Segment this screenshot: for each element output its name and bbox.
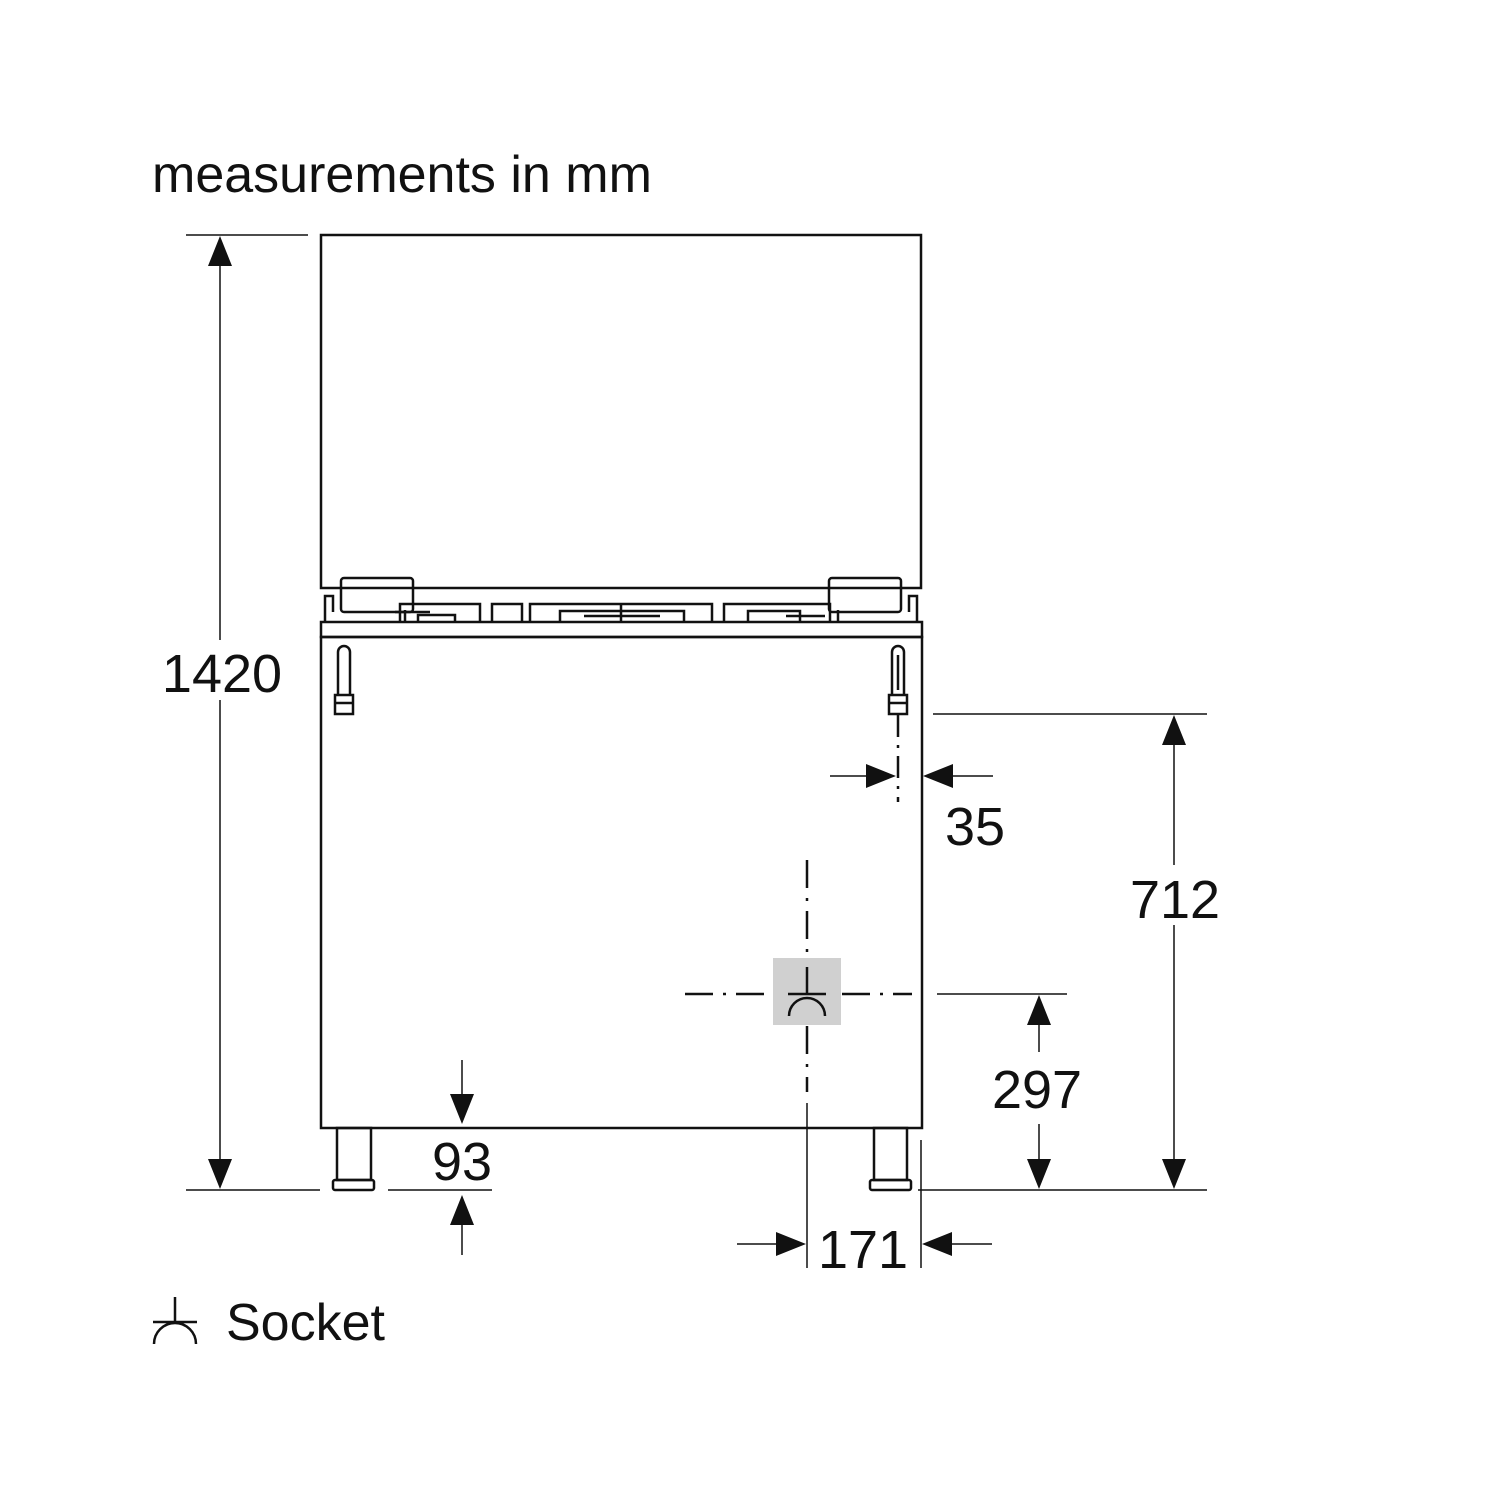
dimension-socket-height: 297 bbox=[937, 993, 1082, 1189]
hinge-right bbox=[827, 576, 903, 614]
leg-right bbox=[868, 1126, 913, 1192]
dimension-side-offset: 35 bbox=[830, 715, 1005, 857]
burner-grates bbox=[395, 602, 840, 622]
dimension-plinth-height: 93 bbox=[388, 1060, 492, 1255]
dimension-label-35: 35 bbox=[945, 797, 1005, 857]
handle-left bbox=[333, 644, 355, 716]
dimension-total-height: 1420 bbox=[160, 234, 320, 1191]
socket-position bbox=[685, 860, 912, 1092]
lid bbox=[319, 233, 923, 590]
dimension-socket-zone: 712 bbox=[918, 713, 1230, 1191]
handle-right bbox=[887, 644, 909, 716]
drawing-title: measurements in mm bbox=[152, 146, 652, 204]
legend: Socket bbox=[152, 1294, 386, 1352]
oven-body bbox=[319, 635, 924, 1130]
legend-socket-icon bbox=[152, 1297, 198, 1345]
hinge-left bbox=[339, 576, 415, 614]
cooktop-edge bbox=[319, 620, 924, 639]
dimension-label-297: 297 bbox=[992, 1060, 1082, 1120]
dimension-label-1420: 1420 bbox=[162, 644, 282, 704]
dimension-label-93: 93 bbox=[432, 1132, 492, 1192]
legend-label: Socket bbox=[226, 1294, 386, 1352]
dimension-label-712: 712 bbox=[1130, 870, 1220, 930]
dimension-label-171: 171 bbox=[818, 1220, 908, 1280]
appliance-outline bbox=[319, 233, 924, 1192]
leg-left bbox=[331, 1126, 376, 1192]
socket-icon bbox=[787, 967, 827, 1017]
dimension-socket-from-side: 171 bbox=[737, 1103, 992, 1280]
